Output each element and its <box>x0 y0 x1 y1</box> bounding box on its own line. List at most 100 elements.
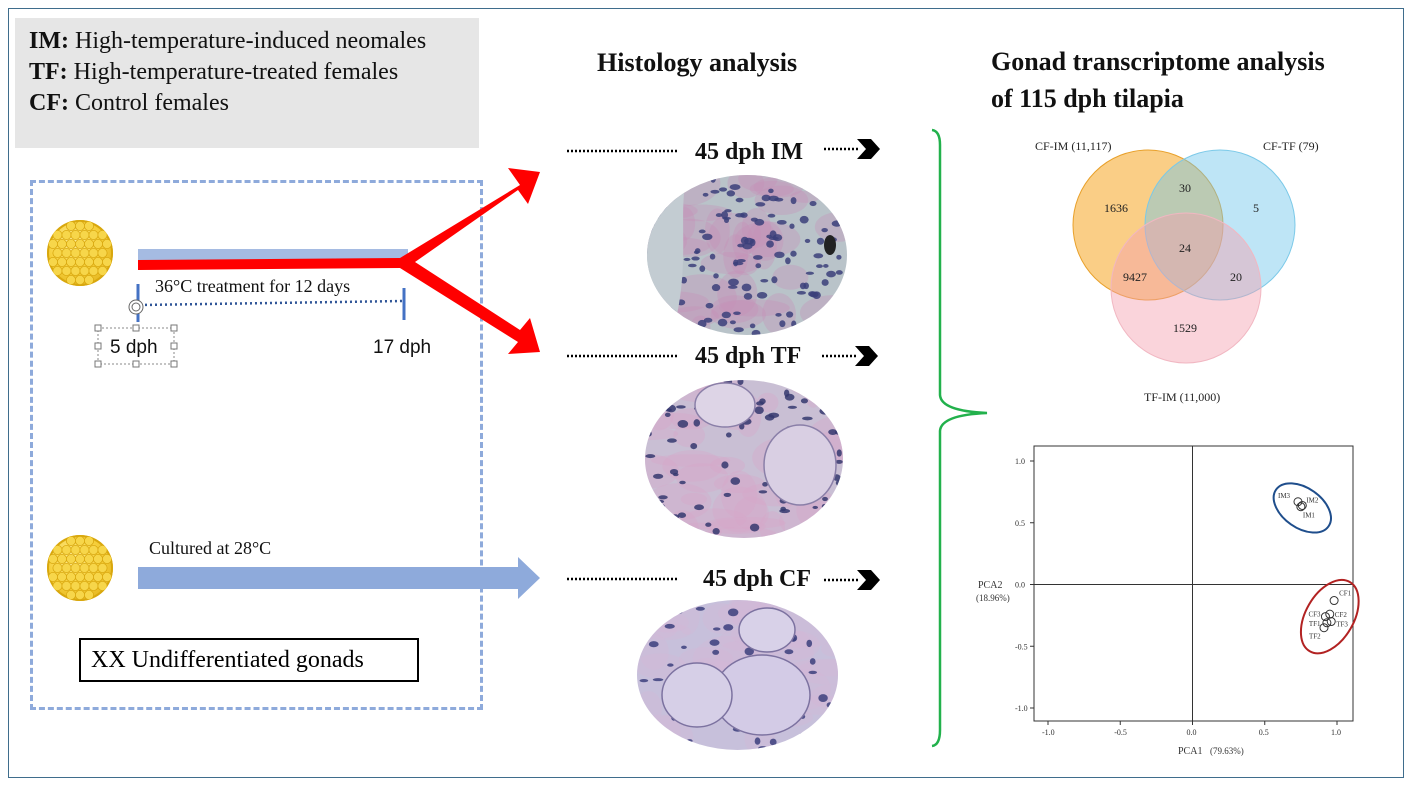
bead <box>102 238 113 249</box>
legend-item-tf: TF: High-temperature-treated females <box>29 59 399 85</box>
dark-spot <box>824 235 836 255</box>
nucleus <box>726 190 736 197</box>
tissue-blob <box>772 264 809 290</box>
bead <box>97 562 108 573</box>
pca-x-tick-label: 0.5 <box>1259 728 1269 737</box>
pca-group-ellipse-cftf <box>1299 578 1360 655</box>
nucleus <box>754 218 765 226</box>
tissue-blob <box>720 470 758 519</box>
nucleus <box>756 291 768 299</box>
nucleus <box>816 237 825 245</box>
red-fork-arrow <box>138 168 540 354</box>
nucleus <box>729 320 736 325</box>
nucleus <box>739 423 745 430</box>
stage-label-im: 45 dph IM <box>695 139 804 165</box>
histology-dotted-arrows <box>567 139 880 590</box>
nucleus <box>733 259 739 267</box>
tissue-blob <box>651 454 731 467</box>
legend-item-im: IM: High-temperature-induced neomales <box>29 28 427 54</box>
nucleus <box>776 219 787 225</box>
green-bracket <box>931 128 988 748</box>
bead <box>84 221 95 231</box>
nucleus <box>715 213 723 218</box>
nucleus <box>677 420 689 428</box>
nucleus <box>737 380 744 386</box>
nucleus <box>680 276 687 284</box>
nucleus <box>702 233 713 241</box>
control-temp-label: Cultured at 28°C <box>149 538 272 558</box>
pca-y-tick-label: 0.5 <box>1015 519 1025 528</box>
nucleus <box>735 197 744 203</box>
pca-point-label: TF1 <box>1309 620 1321 628</box>
oocyte <box>738 607 796 653</box>
nucleus <box>755 263 762 269</box>
tissue-blob <box>700 251 762 275</box>
histology-image-tf <box>645 380 843 538</box>
nucleus <box>658 495 668 500</box>
nucleus <box>741 283 752 292</box>
pca-ylabel-pct: (18.96%) <box>976 593 1010 603</box>
transcriptome-title-line2: of 115 dph tilapia <box>991 84 1184 113</box>
control-arrow <box>138 557 540 599</box>
figure-frame <box>8 8 1404 778</box>
tissue-blob <box>680 492 708 506</box>
pca-point <box>1296 502 1306 512</box>
nucleus <box>787 405 798 409</box>
nucleus <box>780 506 787 512</box>
tissue-blob <box>717 270 758 316</box>
nucleus <box>711 284 721 292</box>
temp-bar <box>138 249 408 261</box>
tissue-blob <box>681 508 747 530</box>
venn-count-cftf-tfim: 20 <box>1230 270 1242 284</box>
nucleus <box>679 480 686 485</box>
pca-point <box>1319 623 1329 633</box>
nucleus <box>727 608 739 617</box>
nucleus <box>648 641 659 648</box>
nucleus <box>702 192 709 197</box>
histology-image-im <box>647 175 847 335</box>
nucleus <box>775 312 782 317</box>
oocyte <box>694 382 756 428</box>
rotate-handle-icon <box>131 302 141 312</box>
nucleus <box>799 215 809 224</box>
pca-point <box>1320 612 1330 622</box>
nucleus <box>709 639 720 646</box>
nucleus <box>769 738 777 746</box>
nucleus <box>667 663 674 667</box>
nucleus <box>836 449 842 457</box>
nucleus <box>783 389 790 397</box>
pca-point-label: IM2 <box>1306 496 1319 504</box>
nucleus <box>816 264 823 269</box>
tissue-blob <box>706 519 766 534</box>
tissue-blob <box>673 423 706 448</box>
nucleus <box>712 649 720 655</box>
nucleus <box>751 329 761 335</box>
venn-label-cfim: CF-IM (11,117) <box>1035 139 1111 153</box>
tissue-blob <box>733 496 769 530</box>
bead <box>84 536 95 546</box>
nucleus <box>724 209 732 213</box>
stage-label-tf: 45 dph TF <box>695 343 802 369</box>
nucleus <box>718 187 728 192</box>
nucleus <box>652 678 664 682</box>
pca-xlabel-pct: (79.63%) <box>1210 746 1244 756</box>
tissue-blob <box>790 658 838 677</box>
pca-xlabel: PCA1 <box>1178 746 1202 757</box>
pca-y-tick-label: -0.5 <box>1015 642 1028 651</box>
end-day-label: 17 dph <box>373 337 432 358</box>
pca-point <box>1326 617 1336 627</box>
histology-title: Histology analysis <box>597 48 798 77</box>
nucleus <box>737 243 745 248</box>
nucleus <box>755 202 766 207</box>
nucleus <box>681 645 687 649</box>
start-day-label: 5 dph <box>110 337 158 358</box>
venn-circle-tfim <box>1110 212 1262 364</box>
nucleus <box>753 255 763 260</box>
nucleus <box>713 273 719 279</box>
venn-count-tfim-only: 1529 <box>1173 321 1197 335</box>
venn-diagram: CF-IM (11,117) CF-TF (79) TF-IM (11,000)… <box>1035 139 1319 404</box>
experiment-region <box>30 180 483 710</box>
venn-label-tfim: TF-IM (11,000) <box>1144 390 1220 404</box>
nucleus <box>809 291 819 298</box>
nucleus <box>721 311 731 319</box>
